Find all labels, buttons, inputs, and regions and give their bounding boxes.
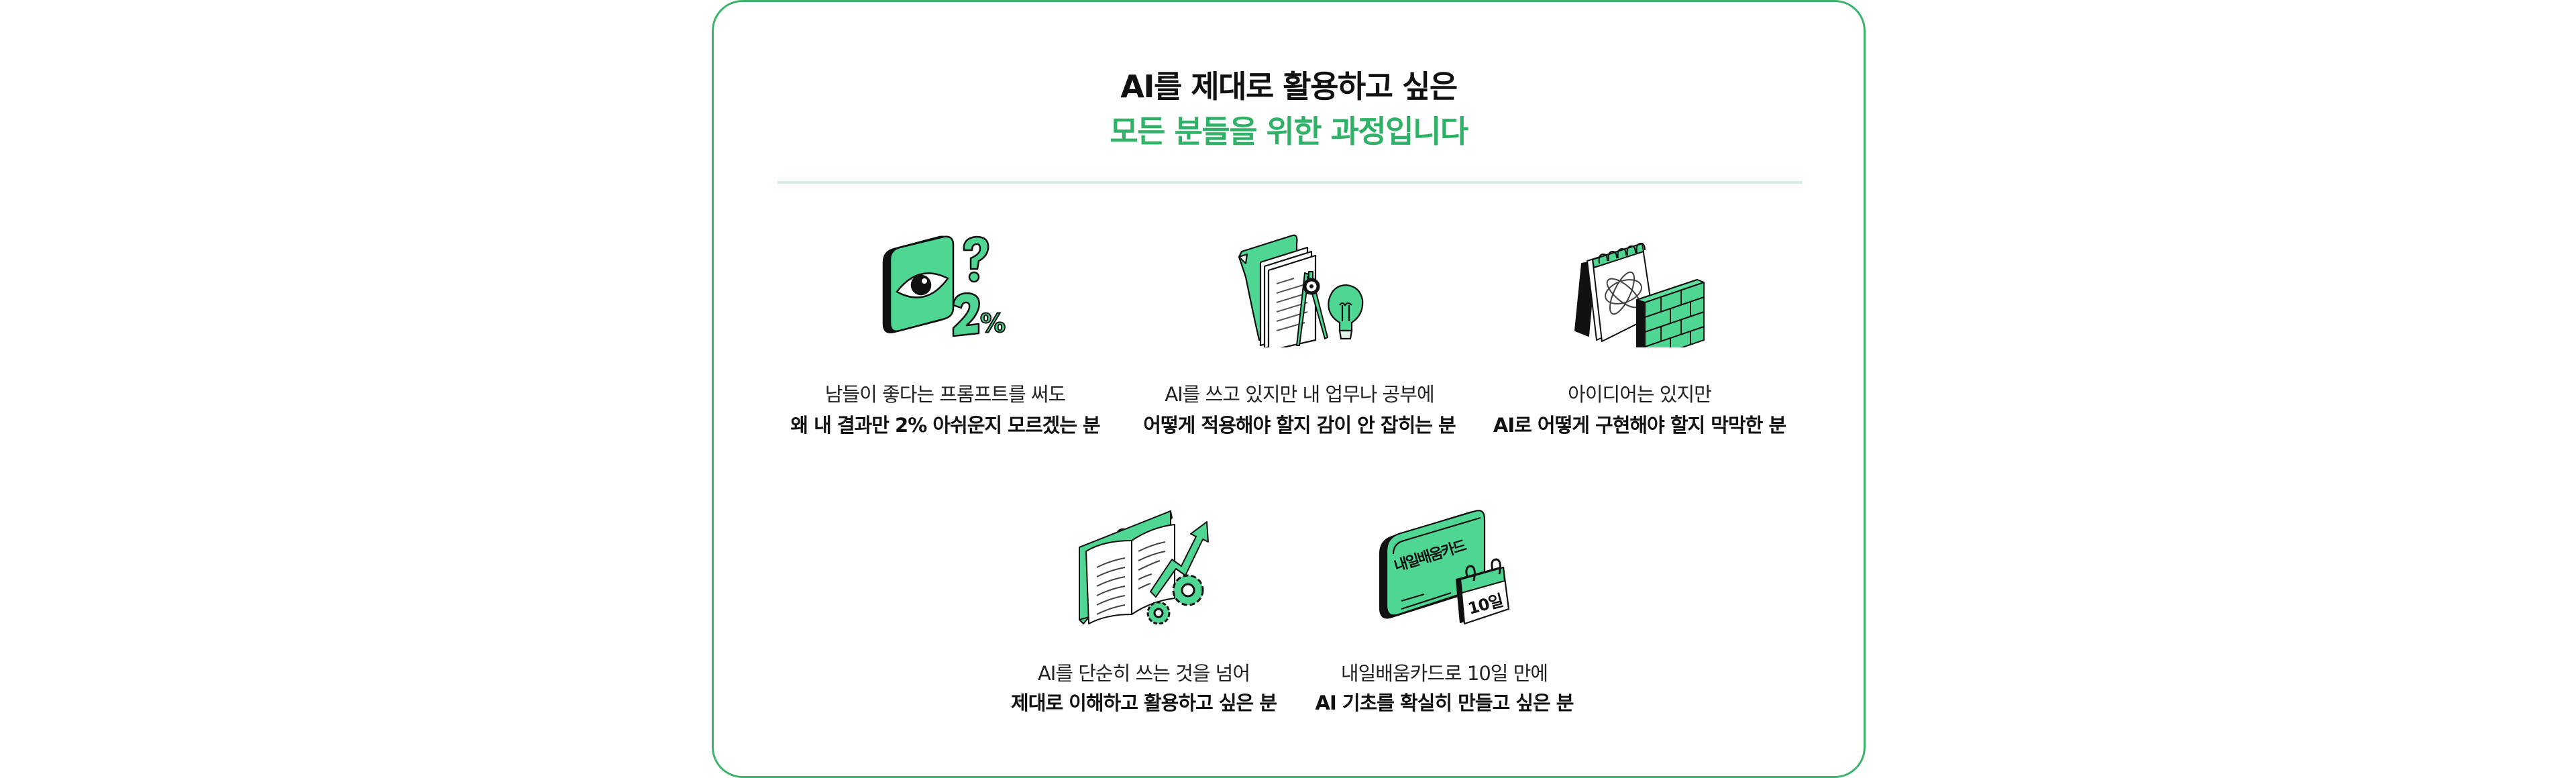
item-line2: 제대로 이해하고 활용하고 싶은 분 bbox=[1011, 691, 1277, 714]
audience-item: 아이디어는 있지만 AI로 어떻게 구현해야 할지 막막한 분 bbox=[1465, 230, 1814, 445]
book-growth-gears-icon bbox=[1077, 507, 1211, 624]
learning-card-calendar-icon: 내일배움카드 10일 bbox=[1377, 507, 1511, 624]
audience-card: AI를 제대로 활용하고 싶은 모든 분들을 위한 과정입니다 % bbox=[712, 0, 1866, 778]
item-line2: AI 기초를 확실히 만들고 싶은 분 bbox=[1315, 691, 1574, 714]
item-line2: 왜 내 결과만 2% 아쉬운지 모르겠는 분 bbox=[790, 414, 1100, 437]
page-title: AI를 제대로 활용하고 싶은 bbox=[1120, 68, 1458, 105]
item-line2: AI로 어떻게 구현해야 할지 막막한 분 bbox=[1493, 414, 1786, 437]
eye-2-percent-icon: % bbox=[878, 230, 1012, 347]
audience-item: 내일배움카드 10일 내일배움카드로 10일 만에 AI 기초를 확실히 만들고… bbox=[1270, 507, 1619, 722]
item-line1: 남들이 좋다는 프롬프트를 써도 bbox=[824, 383, 1067, 406]
audience-item: % 남들이 좋다는 프롬프트를 써도 왜 내 결과만 2% 아쉬운지 모르겠는 … bbox=[771, 230, 1120, 445]
item-line1: AI를 단순히 쓰는 것을 넘어 bbox=[1037, 662, 1250, 685]
audience-item: AI를 쓰고 있지만 내 업무나 공부에 어떻게 적용해야 할지 감이 안 잡히… bbox=[1125, 230, 1474, 445]
item-line2: 어떻게 적용해야 할지 감이 안 잡히는 분 bbox=[1143, 414, 1456, 437]
page-subtitle: 모든 분들을 위한 과정입니다 bbox=[1110, 113, 1468, 150]
audience-item: AI를 단순히 쓰는 것을 넘어 제대로 이해하고 활용하고 싶은 분 bbox=[969, 507, 1318, 722]
documents-compass-lightbulb-icon bbox=[1232, 230, 1366, 347]
notepad-brick-wall-icon bbox=[1572, 230, 1707, 347]
divider bbox=[777, 181, 1803, 184]
item-line1: 내일배움카드로 10일 만에 bbox=[1340, 662, 1548, 685]
item-line1: AI를 쓰고 있지만 내 업무나 공부에 bbox=[1165, 383, 1434, 406]
svg-text:%: % bbox=[980, 309, 1006, 338]
item-line1: 아이디어는 있지만 bbox=[1568, 383, 1712, 406]
